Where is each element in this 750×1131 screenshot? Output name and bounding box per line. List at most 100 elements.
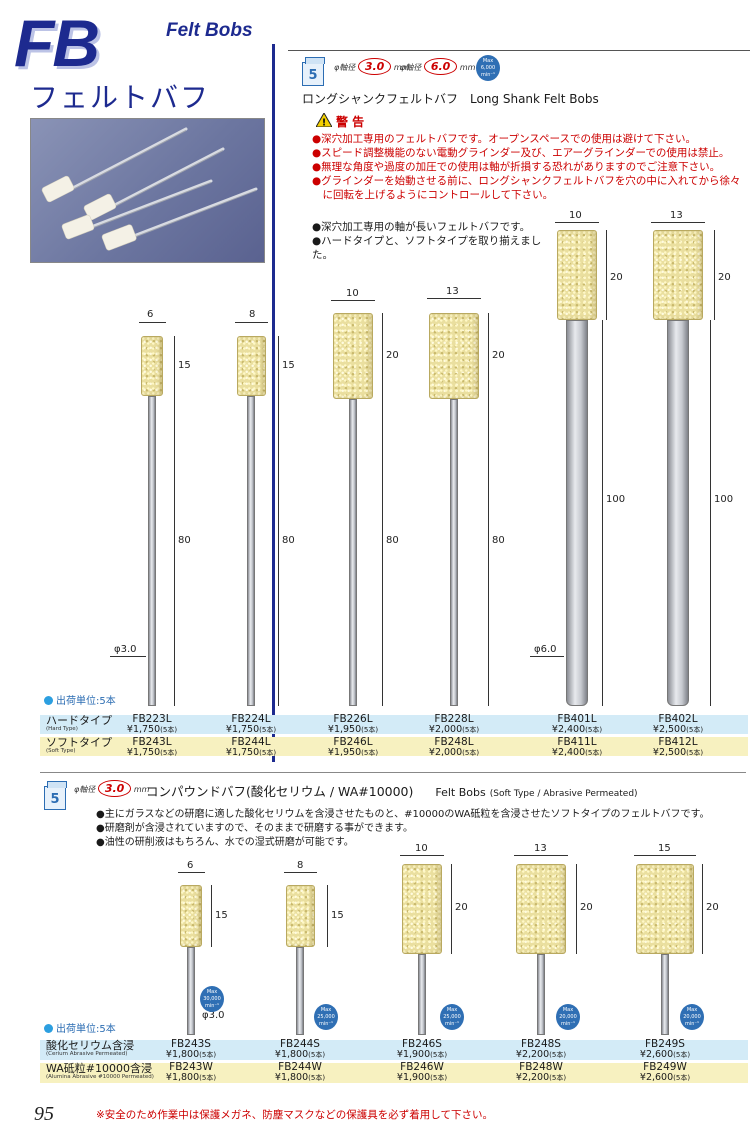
dim-height: 15 bbox=[178, 360, 191, 371]
dim-width: 13 bbox=[446, 286, 459, 297]
section2-price-cell: FB249W¥2,600(5本) bbox=[625, 1062, 705, 1083]
felt-bob-fb228 bbox=[429, 313, 479, 399]
dim-width: 15 bbox=[658, 843, 671, 854]
section2-rule bbox=[40, 772, 746, 773]
header-rule bbox=[288, 50, 750, 51]
product-code: FB243L bbox=[132, 736, 172, 748]
dim-width: 10 bbox=[346, 288, 359, 299]
product-price: ¥1,750(5本) bbox=[225, 746, 277, 758]
max-label: Max bbox=[482, 58, 494, 64]
warning-list: ●深穴加工専用のフェルトバフです。オープンスペースでの使用は避けて下さい。 ●ス… bbox=[312, 132, 744, 202]
dim-length: 80 bbox=[178, 535, 191, 546]
section2-price-table: 酸化セリウム含浸(Cerium Abrasive Permeated) WA砥粒… bbox=[40, 1038, 748, 1086]
product-price: ¥2,600(5本) bbox=[639, 1048, 691, 1060]
section2-price-cell: FB248S¥2,200(5本) bbox=[501, 1038, 581, 1060]
dim-height: 20 bbox=[492, 350, 505, 361]
product-code: FB249S bbox=[645, 1038, 685, 1050]
product-price: ¥1,900(5本) bbox=[396, 1071, 448, 1083]
product-price: ¥2,400(5本) bbox=[551, 746, 603, 758]
dia-value: 3.0 bbox=[97, 780, 132, 797]
dia-value: 6.0 bbox=[423, 58, 458, 75]
dia-value: 3.0 bbox=[357, 58, 392, 75]
dim-height: 20 bbox=[386, 350, 399, 361]
section1-shank-dia-b: φ軸径 6.0 mm bbox=[400, 58, 475, 75]
shank bbox=[418, 954, 426, 1035]
warning-item: に回転を上げるようにコントロールして下さい。 bbox=[312, 189, 554, 201]
product-code: FB244L bbox=[231, 736, 271, 748]
section2-price-cell: FB244W¥1,800(5本) bbox=[260, 1062, 340, 1083]
section2-badge: 5 bbox=[44, 781, 67, 810]
soft-type-label: ソフトタイプ(Soft Type) bbox=[46, 736, 112, 754]
section1-price-cell: FB244L¥1,750(5本) bbox=[211, 736, 291, 758]
shank bbox=[296, 947, 304, 1035]
shank bbox=[349, 399, 357, 706]
japanese-title: フェルトバフ bbox=[30, 81, 211, 114]
felt-bobs-subtitle: Felt Bobs bbox=[166, 20, 253, 41]
section2-price-cell: FB246W¥1,900(5本) bbox=[382, 1062, 462, 1083]
max-unit: min⁻¹ bbox=[480, 72, 496, 78]
warning-title: 警 告 bbox=[336, 115, 365, 129]
product-price: ¥1,750(5本) bbox=[126, 746, 178, 758]
section1-price-cell: FB246L¥1,950(5本) bbox=[313, 736, 393, 758]
dim-height: 20 bbox=[455, 902, 468, 913]
section1-price-cell: FB411L¥2,400(5本) bbox=[537, 736, 617, 758]
felt-bob-fb248 bbox=[516, 864, 566, 954]
product-code: FB411L bbox=[557, 736, 597, 748]
dim-width: 8 bbox=[249, 309, 256, 320]
max-value: 6,000 bbox=[480, 65, 496, 71]
section2-price-cell: FB246S¥1,900(5本) bbox=[382, 1039, 462, 1060]
section1-price-cell: FB248L¥2,000(5本) bbox=[414, 737, 494, 758]
note-item: ●深穴加工専用の軸が長いフェルトバフです。 bbox=[312, 221, 531, 233]
dim-height: 20 bbox=[718, 272, 731, 283]
felt-bob-fb249 bbox=[636, 864, 694, 954]
product-price: ¥1,950(5本) bbox=[327, 746, 379, 758]
dim-width: 8 bbox=[297, 860, 304, 871]
product-price: ¥1,800(5本) bbox=[274, 1071, 326, 1083]
shank bbox=[187, 947, 195, 1035]
section2-title: コンパウンドバフ(酸化セリウム / WA#10000) Felt Bobs (S… bbox=[146, 781, 638, 800]
section1-price-cell: FB224L¥1,750(5本) bbox=[211, 714, 291, 735]
safety-footnote: ※安全のため作業中は保護メガネ、防塵マスクなどの保護具を必ず着用して下さい。 bbox=[96, 1109, 493, 1121]
product-price: ¥1,900(5本) bbox=[396, 1048, 448, 1060]
dia-unit: mm bbox=[459, 63, 476, 72]
dia-unit: mm bbox=[393, 63, 410, 72]
dim-width: 13 bbox=[534, 843, 547, 854]
product-price: ¥1,800(5本) bbox=[274, 1048, 326, 1060]
product-price: ¥1,950(5本) bbox=[327, 723, 379, 735]
max-rpm-badge: Max 6,000 min⁻¹ bbox=[476, 55, 500, 81]
product-code: FB243S bbox=[171, 1038, 211, 1050]
vertical-divider bbox=[272, 44, 275, 762]
product-code: FB243W bbox=[169, 1061, 213, 1073]
section2-price-cell: FB244S¥1,800(5本) bbox=[260, 1038, 340, 1060]
ship-unit-text: 出荷単位:5本 bbox=[56, 696, 116, 707]
dim-height: 15 bbox=[215, 910, 228, 921]
product-code: FB244S bbox=[280, 1038, 320, 1050]
dim-length: 100 bbox=[714, 494, 734, 505]
cerium-row: 酸化セリウム含浸(Cerium Abrasive Permeated) bbox=[40, 1040, 748, 1060]
warning-item: ●グラインダーを始動させる前に、ロングシャンクフェルトバフを穴の中に入れてから徐… bbox=[312, 175, 741, 187]
warning-item: ●無理な角度や過度の加圧での使用は軸が折損する恐れがありますのでご注意下さい。 bbox=[312, 161, 721, 173]
wa-row: WA砥粒#10000含浸(Alumina Abrasive #10000 Per… bbox=[40, 1063, 748, 1083]
page-number: 95 bbox=[34, 1103, 54, 1125]
product-code: FB248S bbox=[521, 1038, 561, 1050]
shank bbox=[537, 954, 545, 1035]
dim-width: 10 bbox=[569, 210, 582, 221]
product-code: FB246L bbox=[333, 736, 373, 748]
hard-type-row: ハードタイプ(Hard Type) bbox=[40, 715, 748, 734]
product-photo bbox=[30, 118, 265, 263]
note-item: ●主にガラスなどの研磨に適した酸化セリウムを含浸させたものと、#10000のWA… bbox=[96, 809, 710, 820]
shank bbox=[148, 396, 156, 706]
shank bbox=[247, 396, 255, 706]
section1-price-cell: FB402L¥2,500(5本) bbox=[638, 714, 718, 735]
dia-unit: mm bbox=[133, 785, 150, 794]
shank bbox=[566, 320, 588, 706]
product-price: ¥1,750(5本) bbox=[225, 723, 277, 735]
product-price: ¥2,400(5本) bbox=[551, 723, 603, 735]
section2-shank-dia: φ軸径 3.0 mm bbox=[74, 780, 149, 797]
section1-price-cell: FB401L¥2,400(5本) bbox=[537, 714, 617, 735]
note-item: ●ハードタイプと、ソフトタイプを取り揃えました。 bbox=[312, 235, 542, 261]
product-code: FB228L bbox=[434, 713, 474, 725]
dia-prefix: φ軸径 bbox=[334, 63, 356, 72]
